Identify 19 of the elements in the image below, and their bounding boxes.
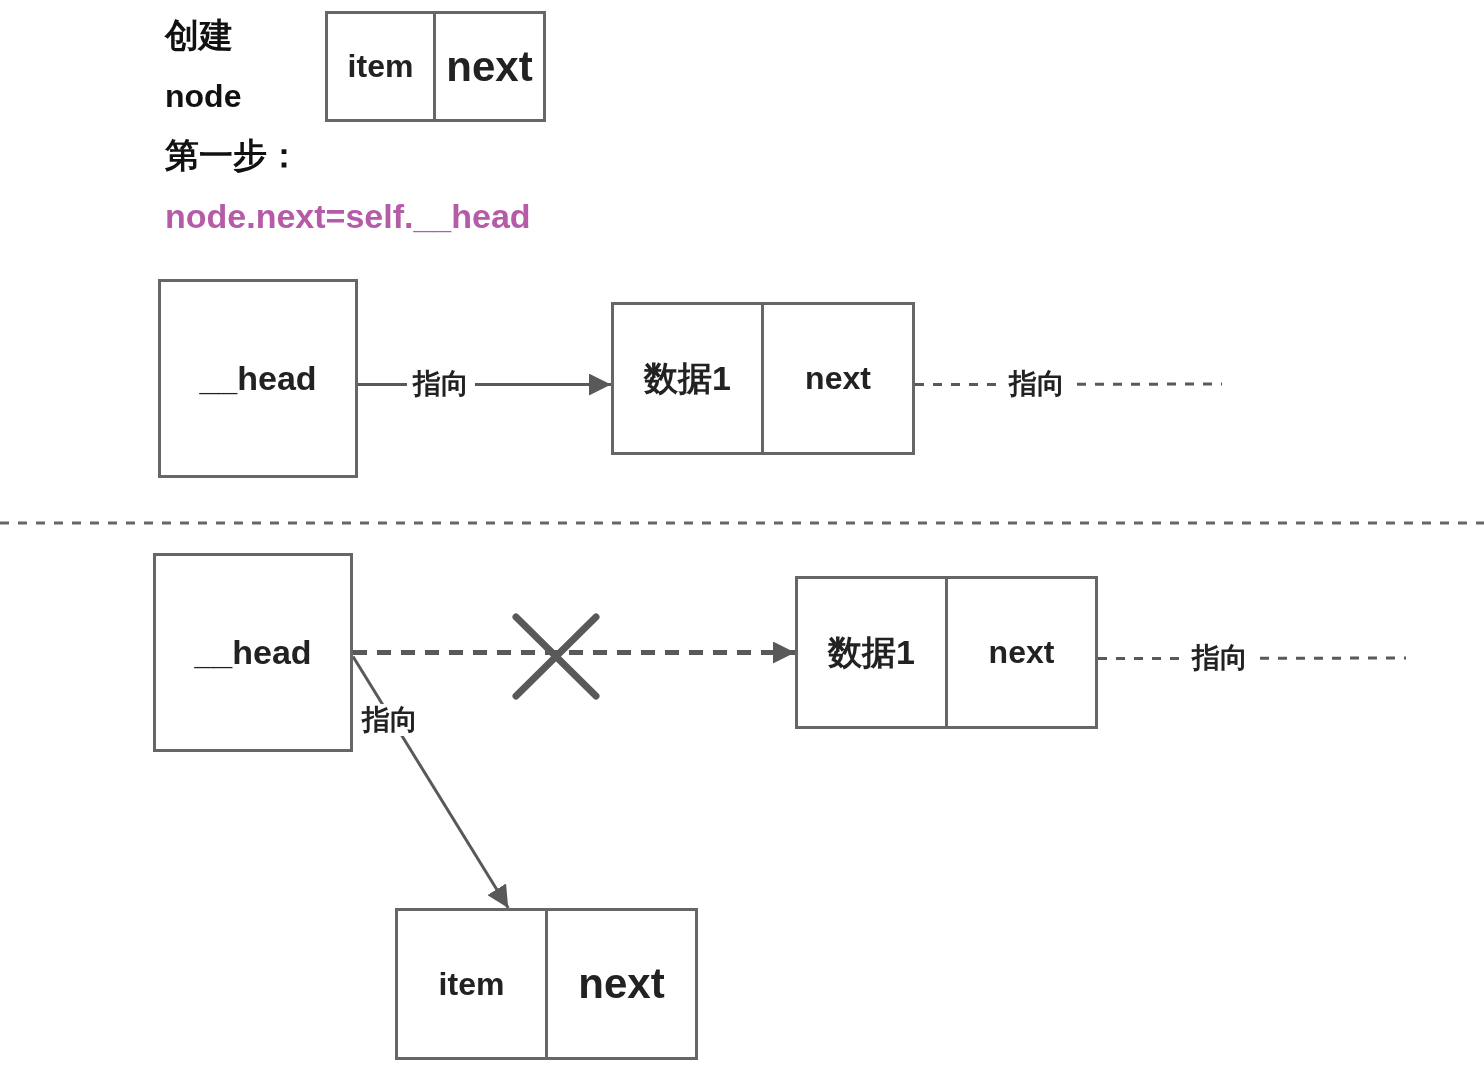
arrow [353,641,795,664]
node-cell: item [395,908,548,1060]
heading-text: 创建 [165,18,233,52]
node-cell: 数据1 [611,302,764,455]
edge-label: 指向 [407,368,475,400]
node-cell: next [945,576,1098,729]
arrow [351,655,510,909]
node-cell: next [761,302,915,455]
node-cell: item [325,11,436,122]
node-cell: __head [153,553,353,752]
step-text: 第一步： [165,138,301,172]
node-cell: 数据1 [795,576,948,729]
heading-text: node [165,80,242,112]
node-cell: next [433,11,546,122]
edge-label: 指向 [1186,642,1254,674]
node-cell: __head [158,279,358,478]
edge-label: 指向 [1003,368,1071,400]
node-cell: next [545,908,698,1060]
code-text: node.next=self.__head [165,199,531,233]
